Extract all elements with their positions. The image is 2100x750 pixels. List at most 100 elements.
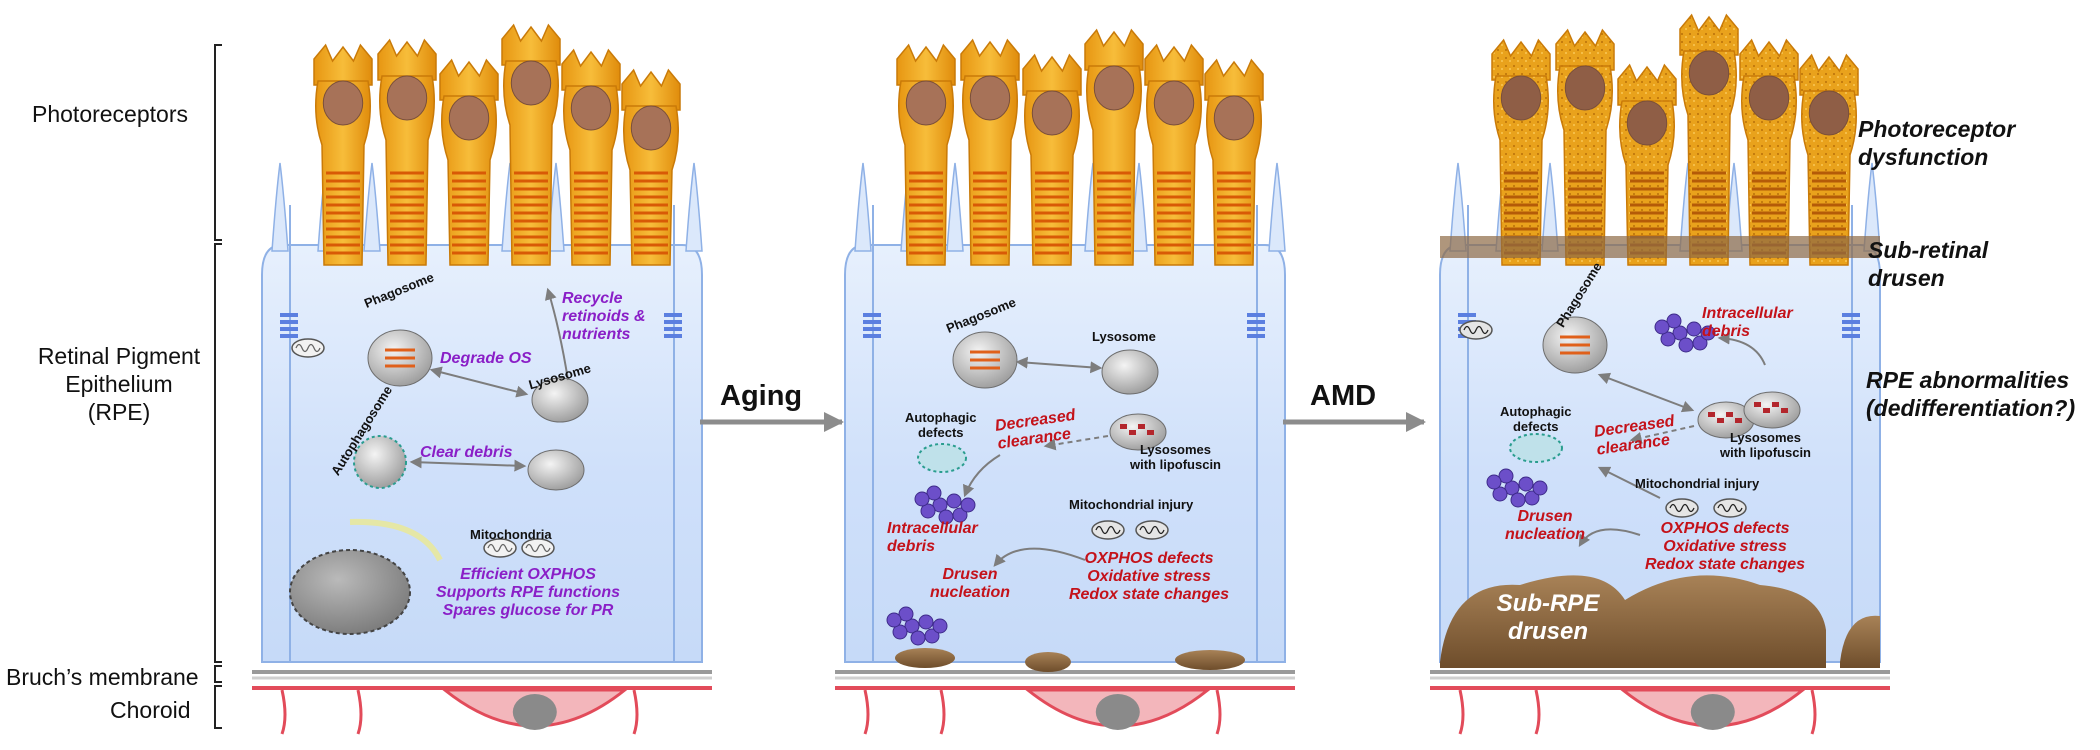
healthy-pr-nucleus	[510, 60, 552, 106]
healthy-lysosome-2	[527, 449, 585, 491]
amd-mito-injury: Mitochondrial injury	[1635, 476, 1760, 491]
amd-lyso-line-2: with lipofuscin	[1720, 445, 1811, 460]
healthy-mito-cristae	[295, 343, 321, 353]
aging-debris-particle	[932, 618, 948, 634]
healthy-pr-nucleus	[630, 105, 672, 151]
amd-lipofuscin	[1717, 418, 1724, 423]
aging-tight-junction	[863, 313, 881, 317]
aging-intracellular-line-1: Intracellular	[887, 520, 978, 537]
aging-pr-nucleus	[1213, 95, 1255, 141]
aging-lipofuscin-lysosome	[1109, 413, 1167, 451]
aging-lipofuscin	[1138, 424, 1145, 429]
amd-mito-cristae	[1717, 503, 1743, 513]
rpe-label-line-3: (RPE)	[87, 399, 151, 425]
healthy-pr-nucleus	[448, 95, 490, 141]
healthy-pr-body	[623, 105, 679, 266]
aging-debris-particle	[932, 497, 948, 513]
aging-choroid-branch	[1215, 689, 1222, 735]
amd-debris-particle	[1672, 325, 1688, 341]
healthy-tight-junction	[280, 320, 298, 324]
amd-erythrocyte	[1690, 694, 1735, 730]
healthy-golgi	[349, 518, 443, 562]
amd-photoreceptor	[1739, 38, 1799, 266]
amd-intracellular-line-2: debris	[1702, 323, 1751, 340]
rpe-ab-line-1: RPE abnormalities	[1866, 367, 2070, 393]
subret-line-1: Sub-retinal	[1868, 237, 1989, 263]
healthy-choroid-branch	[356, 689, 363, 735]
healthy-curved-arrow	[545, 287, 569, 381]
amd-lipofuscin	[1772, 402, 1779, 407]
aging-microvillus	[854, 162, 872, 252]
aging-mito-injury: Mitochondrial injury	[1069, 497, 1194, 512]
healthy-nucleus	[289, 549, 411, 635]
rpe-abnormalities-note: RPE abnormalities (dedifferentiation?)	[1866, 366, 2075, 422]
aging-pr-body	[962, 75, 1018, 266]
aging-early-drusen	[1175, 650, 1245, 670]
amd-stress-line-2: Oxidative stress	[1663, 538, 1787, 555]
healthy-autophagosome	[353, 435, 407, 489]
amd-autophagic-defects: Autophagic defects	[1500, 404, 1572, 434]
healthy-lysosome	[531, 377, 589, 423]
amd-photoreceptor	[1491, 38, 1551, 266]
healthy-recycle-line-3: nutrients	[562, 326, 631, 343]
aging-pr-nucleus	[905, 80, 947, 126]
aging-autophagic-vesicle	[917, 443, 967, 473]
amd-photoreceptor	[1799, 53, 1859, 266]
aging-drusen-line-1: Drusen	[942, 566, 998, 583]
aging-debris-particle	[926, 485, 942, 501]
healthy-tight-junction	[280, 334, 298, 338]
healthy-tight-junction	[664, 327, 682, 331]
aging-debris-particle	[886, 612, 902, 628]
aging-lipofuscin	[1129, 430, 1136, 435]
aging-pr-nucleus	[1031, 90, 1073, 136]
amd-debris-particle	[1518, 476, 1534, 492]
aging-pr-crown	[1144, 43, 1204, 86]
healthy-tight-junction	[664, 320, 682, 324]
aging-lipofuscin	[1120, 424, 1127, 429]
amd-pr-body	[1493, 75, 1549, 266]
healthy-microvillus	[363, 162, 381, 252]
aging-photoreceptor	[1084, 28, 1144, 266]
amd-intracellular-debris: Intracellular debris	[1702, 305, 1793, 341]
amd-pr-nucleus	[1688, 50, 1730, 96]
pr-dys-line-2: dysfunction	[1858, 144, 1989, 170]
healthy-photoreceptor	[561, 48, 621, 266]
healthy-arrow	[429, 366, 529, 398]
photoreceptor-dysfunction-note: Photoreceptor dysfunction	[1858, 115, 2015, 171]
amd-sub-rpe-line-1: Sub-RPE	[1496, 590, 1600, 617]
aging-debris-particle	[918, 614, 934, 630]
amd-debris-particle	[1486, 474, 1502, 490]
amd-pr-nucleus	[1626, 100, 1668, 146]
aging-photoreceptor	[1204, 58, 1264, 266]
amd-autophagic-line-1: Autophagic	[1500, 404, 1572, 419]
aging-tight-junction	[863, 327, 881, 331]
subret-line-2: drusen	[1868, 265, 1945, 291]
bruchs-membrane-label: Bruch’s membrane	[6, 664, 199, 690]
aging-debris-particle	[920, 503, 936, 519]
aging-lyso-line-1: Lysosomes	[1139, 442, 1212, 457]
healthy-photoreceptor	[377, 38, 437, 266]
aging-lysosome	[1101, 349, 1159, 395]
amd-subretinal-drusen-band	[1440, 236, 1880, 258]
aging-early-drusen	[895, 648, 955, 668]
aging-photoreceptor	[896, 43, 956, 266]
amd-debris-particle	[1492, 486, 1508, 502]
amd-pr-crown	[1617, 63, 1677, 106]
aging-mito-cristae	[1139, 525, 1165, 535]
amd-pr-crown	[1491, 38, 1551, 81]
aging-microvillus	[946, 162, 964, 252]
amd-sub-rpe-drusen: Sub-RPE drusen	[1488, 590, 1608, 646]
rpe-label-line-1: Retinal Pigment	[37, 343, 201, 369]
aging-microvillus	[1268, 162, 1286, 252]
rpe-label-line-2: Epithelium	[65, 371, 173, 397]
aging-tight-junction	[1247, 334, 1265, 338]
amd-debris-particle	[1692, 335, 1708, 351]
amd-pr-crown	[1799, 53, 1859, 96]
aging-choroid-branch	[863, 689, 870, 735]
amd-tight-junction	[1842, 327, 1860, 331]
amd-autophagic-line-2: defects	[1512, 419, 1559, 434]
amd-choroid-branch	[1534, 689, 1541, 735]
aging-pr-nucleus	[1153, 80, 1195, 126]
photoreceptors-label: Photoreceptors	[32, 101, 188, 127]
